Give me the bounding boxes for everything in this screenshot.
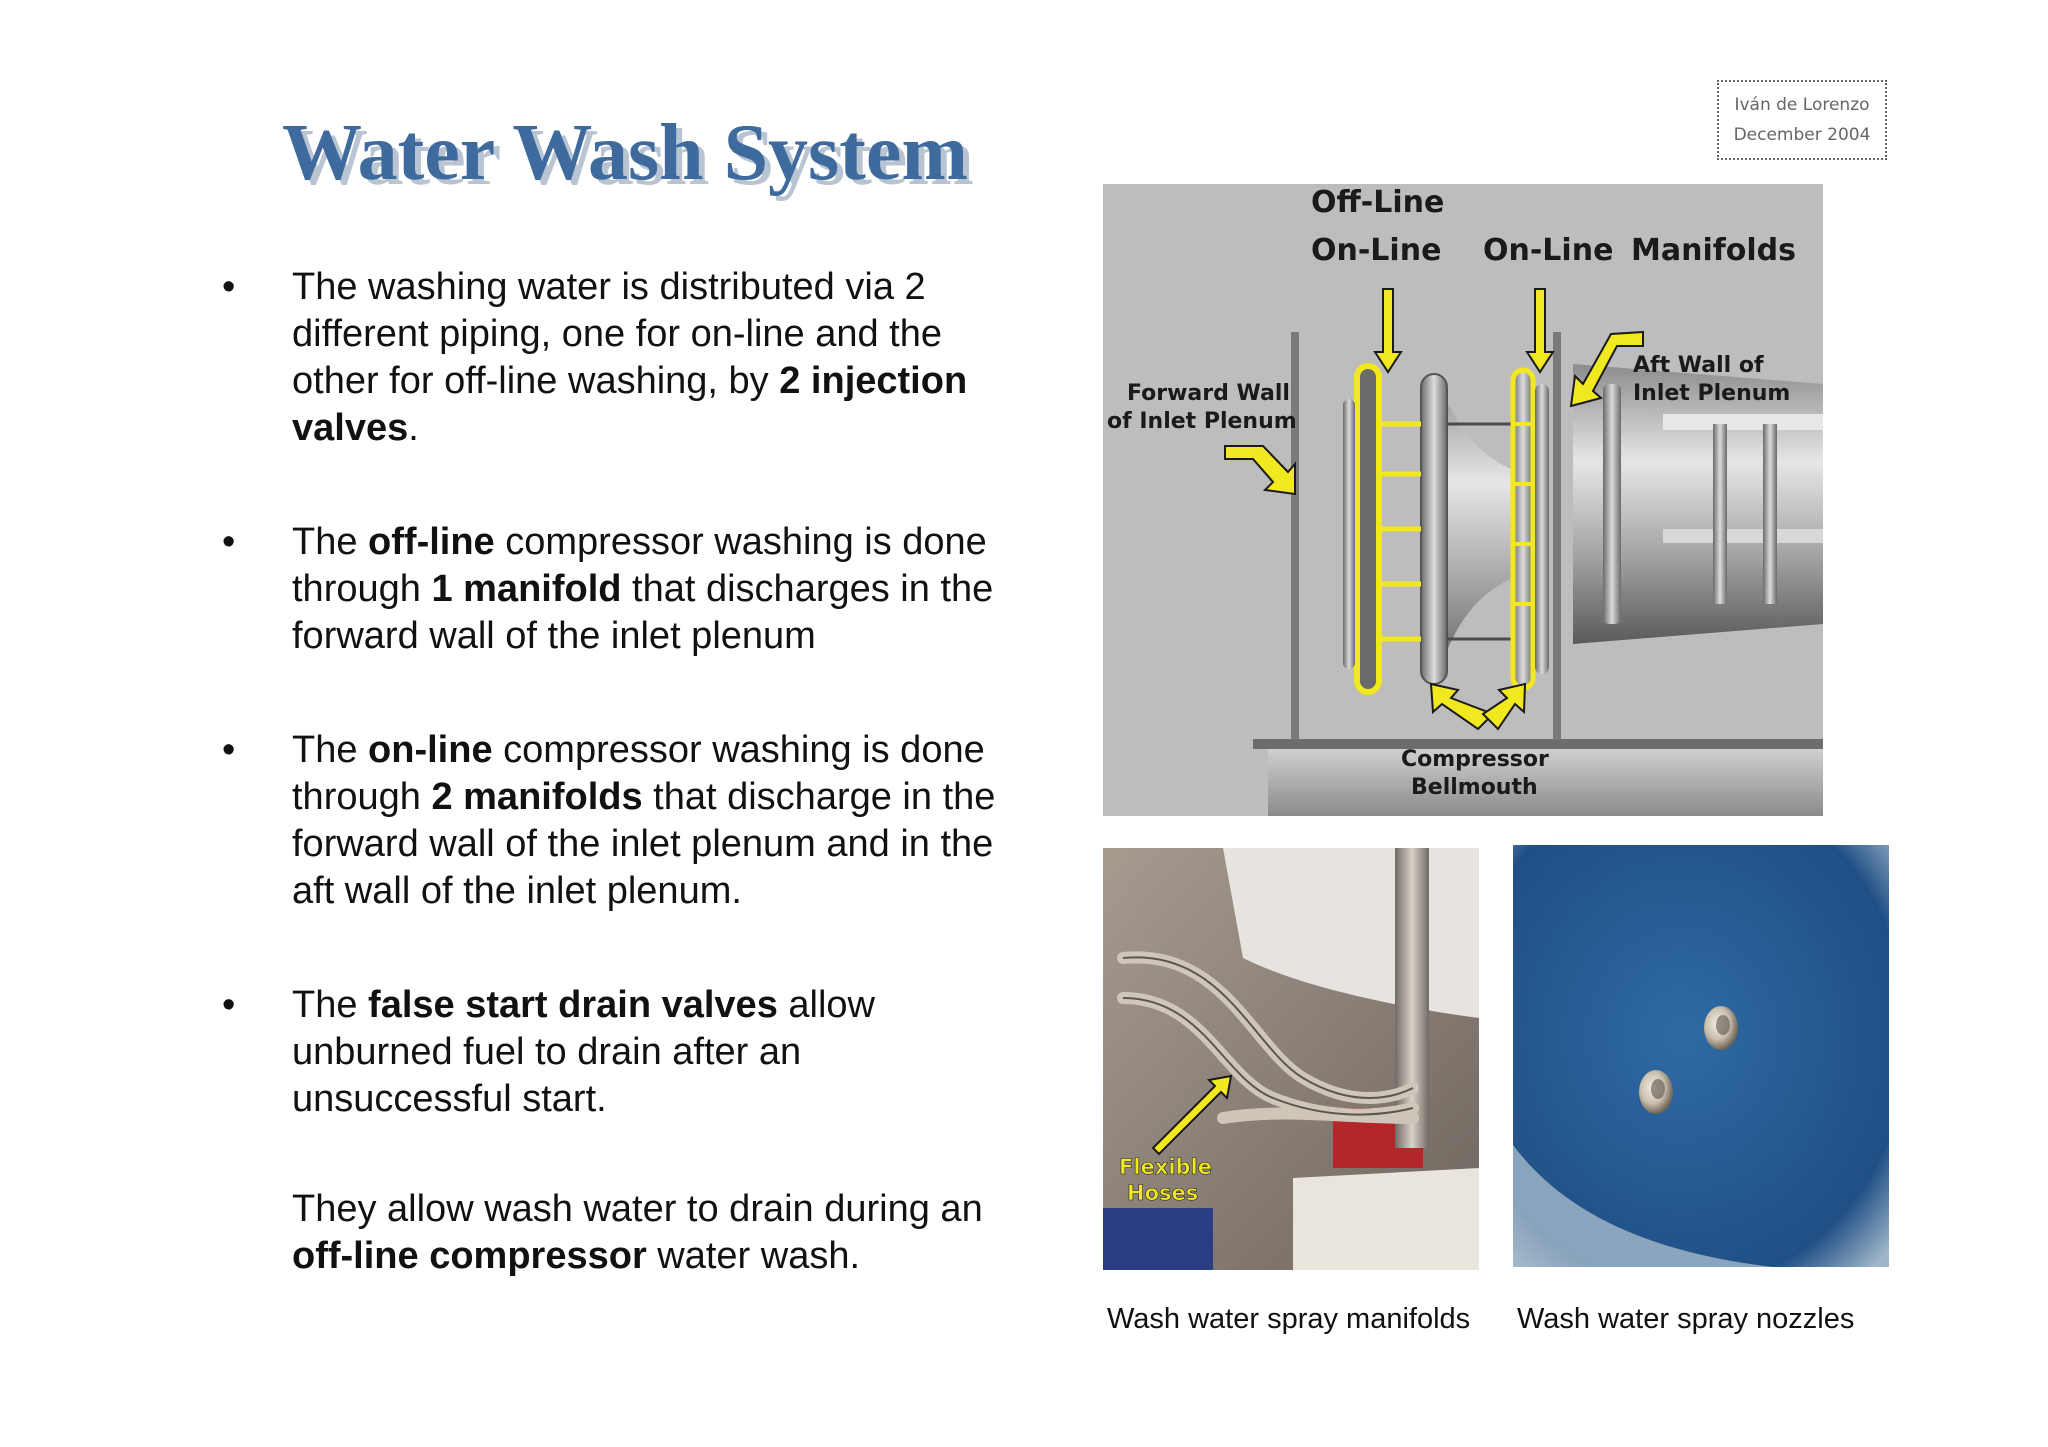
bold-text: on-line (368, 729, 493, 771)
label-flexible: Flexible (1119, 1155, 1212, 1179)
slide-title: Water Wash System (282, 109, 968, 197)
label-aft-wall-1: Aft Wall of (1633, 353, 1764, 378)
label-forward-wall-2: of Inlet Plenum (1107, 409, 1297, 434)
floor-line (1253, 739, 1823, 749)
text-run: compressor washing is done through (292, 521, 987, 610)
engine-diagram: Off-Line On-Line On-Line Manifolds Forwa… (1103, 184, 1823, 816)
bullet-note: They allow wash water to drain during an… (292, 1186, 1032, 1280)
bold-text: false start drain valves (368, 984, 778, 1026)
label-forward-wall-1: Forward Wall (1127, 381, 1290, 406)
label-aft-wall-2: Inlet Plenum (1633, 381, 1790, 406)
arrow-aft-wall (1569, 330, 1644, 408)
arrow-forward-wall (1224, 445, 1296, 496)
photo-spray-manifolds: Flexible Hoses (1103, 848, 1479, 1270)
arrow-bellmouth-left (1429, 682, 1495, 731)
arrow-offline (1373, 288, 1403, 374)
text-run: water wash. (646, 1235, 861, 1277)
label-bellmouth-2: Bellmouth (1411, 775, 1538, 800)
text-run: The (292, 729, 369, 771)
label-online-1: On-Line (1311, 233, 1441, 268)
bold-text: off-line compressor (292, 1235, 647, 1277)
bold-text: 1 manifold (431, 568, 622, 610)
blue-base (1103, 1208, 1213, 1270)
text-run: . (408, 407, 419, 449)
arrow-bellmouth-right (1481, 682, 1527, 731)
caption-spray-nozzles: Wash water spray nozzles (1517, 1303, 1855, 1335)
bullet-text: The off-line compressor washing is done … (292, 519, 1022, 660)
bullet-text: The false start drain valves allow unbur… (292, 982, 1022, 1123)
author-date: December 2004 (1733, 125, 1871, 145)
manifold-ring (1535, 384, 1549, 674)
duct-flange (1763, 424, 1777, 604)
bold-text: off-line (368, 521, 495, 563)
duct-strut (1663, 529, 1823, 543)
text-run: compressor washing is done through (292, 729, 985, 818)
label-offline: Off-Line (1311, 185, 1444, 220)
light-reflection (1513, 1145, 1773, 1267)
bullet-icon: • (222, 521, 236, 563)
text-run: The (292, 984, 369, 1026)
arrow-online (1525, 288, 1555, 374)
bullet-icon: • (222, 266, 236, 308)
text-run: They allow wash water to drain during an (292, 1188, 983, 1230)
duct-flange (1713, 424, 1727, 604)
author-stamp: Iván de Lorenzo December 2004 (1717, 80, 1887, 160)
engine-duct (1573, 364, 1823, 644)
white-panel (1293, 1168, 1479, 1270)
bullet-text: The on-line compressor washing is done t… (292, 727, 1022, 915)
duct-strut (1663, 414, 1823, 430)
bullet-icon: • (222, 729, 236, 771)
text-run: that discharges in the forward wall of t… (292, 568, 994, 657)
photo-spray-nozzles (1513, 845, 1889, 1267)
online-manifold (1510, 367, 1536, 691)
text-run: The (292, 521, 369, 563)
author-name: Iván de Lorenzo (1734, 95, 1870, 115)
offline-manifold (1354, 363, 1382, 695)
text-run: allow unburned fuel to drain after an un… (292, 984, 875, 1120)
bold-text: 2 manifolds (431, 776, 643, 818)
label-manifolds: Manifolds (1631, 233, 1796, 268)
label-hoses: Hoses (1127, 1181, 1198, 1205)
text-run: The washing water is distributed via 2 d… (292, 266, 942, 402)
bold-text: 2 injection valves (292, 360, 968, 449)
bullet-text: The washing water is distributed via 2 d… (292, 264, 1022, 452)
text-run: that discharge in the forward wall of th… (292, 776, 996, 912)
label-bellmouth-1: Compressor (1401, 747, 1549, 772)
duct-flange (1603, 384, 1621, 624)
label-online-2: On-Line (1483, 233, 1613, 268)
manifold-pipes (1379, 421, 1421, 642)
bullet-icon: • (222, 984, 236, 1026)
caption-spray-manifolds: Wash water spray manifolds (1107, 1303, 1471, 1335)
arrow-flexible-hoses (1151, 1074, 1233, 1156)
bellmouth-rim (1420, 373, 1448, 685)
floor-base (1268, 749, 1823, 816)
compressor-bellmouth (1433, 374, 1523, 684)
aft-wall (1553, 332, 1561, 740)
forward-wall (1291, 332, 1299, 740)
manifold-ring (1343, 399, 1355, 669)
